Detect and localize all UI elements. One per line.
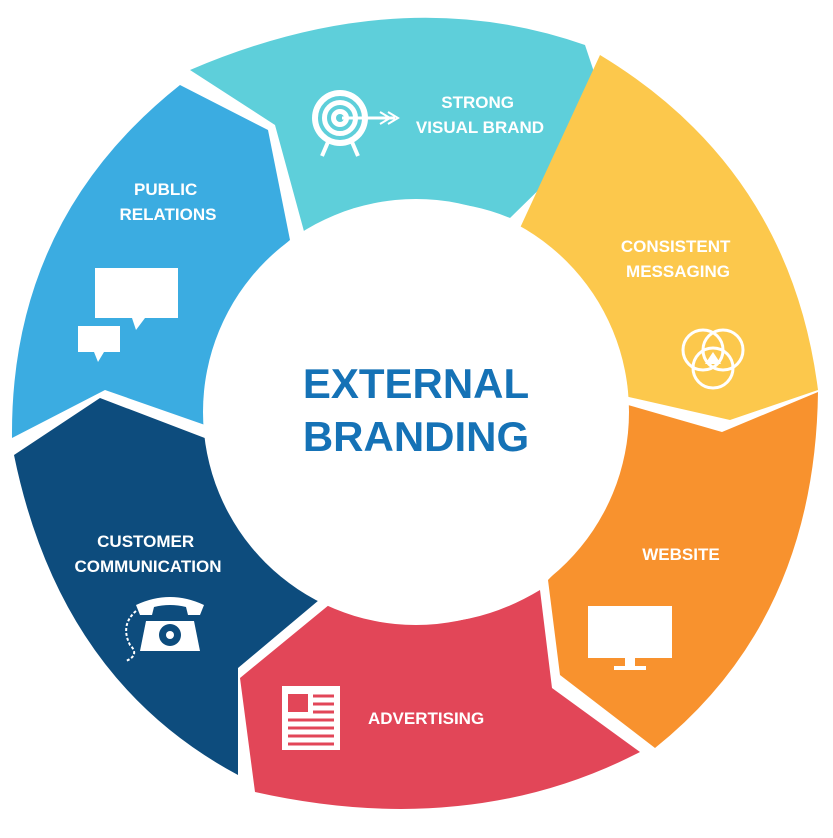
segment-label: CONSISTENT MESSAGING: [621, 237, 735, 281]
segment-strong-visual-brand: STRONG VISUAL BRAND: [190, 17, 610, 235]
center-title-line1: EXTERNAL: [303, 360, 529, 407]
newspaper-icon: [282, 686, 340, 750]
speech-bubbles-icon: [78, 268, 178, 362]
segment-consistent-messaging: CONSISTENT MESSAGING: [520, 55, 818, 420]
center-hub: EXTERNAL BRANDING: [203, 199, 629, 625]
segment-shape: [520, 55, 818, 420]
segment-label: PUBLIC RELATIONS: [120, 180, 217, 224]
segment-label: CUSTOMER COMMUNICATION: [75, 532, 222, 576]
venn-diagram-icon: [681, 328, 745, 390]
segment-label: STRONG VISUAL BRAND: [416, 93, 544, 137]
segment-customer-communication: CUSTOMER COMMUNICATION: [14, 398, 325, 775]
segment-public-relations: PUBLIC RELATIONS: [11, 85, 290, 438]
center-title-line2: BRANDING: [303, 413, 529, 460]
segment-label: ADVERTISING: [368, 709, 484, 728]
monitor-icon: [588, 606, 672, 670]
segment-shape: [190, 17, 610, 235]
telephone-icon: [125, 597, 204, 662]
center-circle: [203, 199, 629, 625]
target-icon: [312, 90, 400, 157]
segment-shape: [240, 590, 640, 809]
segment-advertising: ADVERTISING: [240, 590, 640, 809]
segment-label: WEBSITE: [642, 545, 719, 564]
segment-shape: [14, 398, 325, 775]
